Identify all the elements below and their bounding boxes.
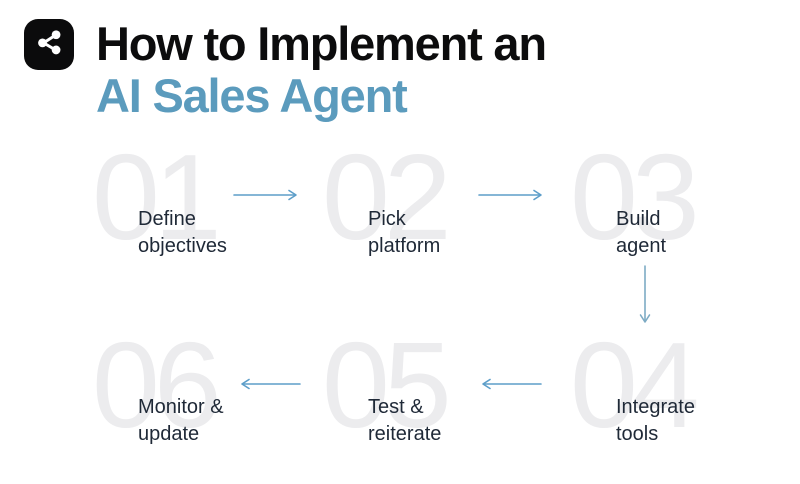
step-01: 01 Define objectives xyxy=(92,129,327,285)
arrow-right-icon xyxy=(232,188,300,202)
arrow-right-icon xyxy=(477,188,545,202)
step-04-label: Integrate tools xyxy=(616,396,695,445)
step-06-number: 06 xyxy=(92,317,222,453)
step-02-number: 02 xyxy=(322,129,452,265)
step-05-number: 05 xyxy=(322,317,452,453)
step-01-label: Define objectives xyxy=(138,208,227,257)
step-03-number: 03 xyxy=(570,129,700,265)
arrow-left-icon xyxy=(238,377,302,391)
arrow-left-icon xyxy=(479,377,543,391)
step-02-label: Pick platform xyxy=(368,208,441,257)
step-04-number: 04 xyxy=(570,317,700,453)
step-05: 05 Test & reiterate xyxy=(322,317,557,473)
step-04: 04 Integrate tools xyxy=(570,317,800,473)
step-06: 06 Monitor & update xyxy=(92,317,327,473)
step-06-label: Monitor & update xyxy=(138,396,224,445)
step-02: 02 Pick platform xyxy=(322,129,557,285)
step-01-number: 01 xyxy=(92,129,222,265)
step-05-label: Test & reiterate xyxy=(368,396,442,445)
arrow-down-icon xyxy=(638,264,652,326)
page-title-line1: How to Implement an xyxy=(96,17,547,70)
brand-logo xyxy=(24,19,74,70)
step-03-label: Build agent xyxy=(616,208,667,257)
share-icon xyxy=(32,25,66,64)
step-03: 03 Build agent xyxy=(570,129,800,285)
page-title-line2: AI Sales Agent xyxy=(96,69,408,122)
